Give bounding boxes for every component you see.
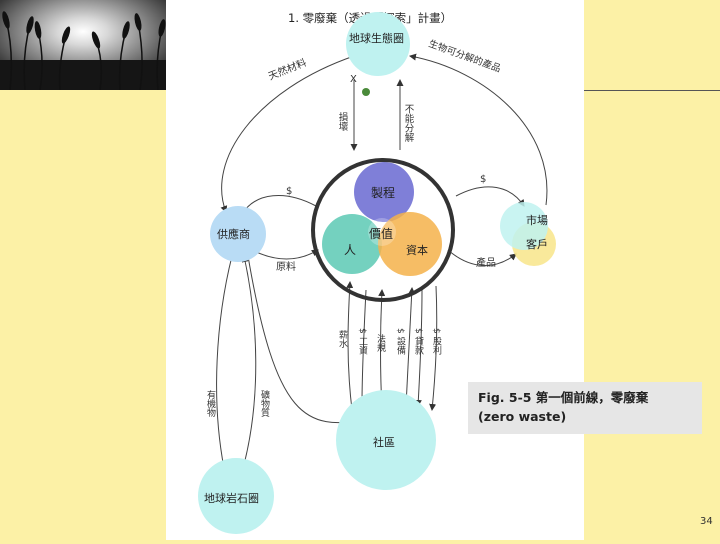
node-supplier — [210, 206, 266, 262]
header-rule — [584, 90, 720, 91]
edge-equipment — [405, 287, 416, 407]
node-process — [354, 162, 414, 222]
edge-raw-materials — [251, 249, 319, 260]
edge-natural-materials — [220, 55, 355, 213]
node-lithosphere-label: 地球岩石圈 — [204, 491, 259, 505]
label-organic: 有機物 — [205, 389, 216, 418]
edge-minerals — [241, 255, 257, 473]
label-raw-materials: 原料 — [276, 260, 296, 273]
node-society-label: 社區 — [373, 435, 395, 449]
node-values — [368, 218, 396, 246]
label-regulation: 法規 — [375, 333, 386, 353]
caption-line-2: (zero waste) — [478, 409, 567, 424]
label-money-right: $ — [480, 174, 486, 185]
label-equipment: $ 設備 — [395, 328, 406, 356]
edge-organic — [216, 255, 233, 469]
edge-wage — [358, 289, 367, 405]
wheat-field-photo — [0, 0, 166, 90]
label-cannot-break: 不能分解 — [403, 104, 415, 143]
node-market — [500, 202, 548, 250]
node-biosphere — [346, 12, 410, 76]
node-people — [322, 214, 382, 274]
label-damage: 損壞 — [337, 111, 349, 132]
label-minerals: 礦物質 — [259, 389, 270, 418]
figure-caption: Fig. 5-5 第一個前線，零廢棄 (zero waste) — [468, 382, 702, 434]
edge-degradable-products — [409, 53, 548, 206]
node-supplier-label: 供應商 — [217, 227, 250, 241]
node-process-label: 製程 — [371, 185, 395, 200]
label-salary: 薪水 — [337, 329, 348, 348]
label-x-mark: X — [350, 74, 357, 85]
edge-products — [447, 249, 517, 266]
node-capital — [378, 212, 442, 276]
node-lithosphere — [198, 458, 274, 534]
label-degradable-products: 生物可分解的產品 — [427, 38, 503, 75]
label-wage: $ 工資 — [357, 328, 368, 356]
label-money-left: $ — [286, 186, 292, 197]
edge-money-right — [455, 186, 525, 207]
caption-line-1: Fig. 5-5 第一個前線，零廢棄 — [478, 390, 649, 405]
node-customer-label: 客戶 — [526, 237, 548, 251]
info-icon — [362, 88, 370, 96]
edge-stock — [429, 285, 438, 411]
node-society — [336, 390, 436, 490]
node-values-label: 價值 — [369, 226, 393, 241]
node-market-label: 市場 — [526, 213, 548, 227]
label-loan: $ 貸款 — [413, 328, 424, 356]
label-products: 產品 — [476, 256, 496, 269]
label-stock: $ 股利 — [431, 328, 442, 355]
page-number: 34 — [700, 516, 713, 527]
zero-waste-diagram: 1. 零廢棄（透過「探索」計畫） 地球生態圈 供應商 — [198, 11, 556, 534]
edge-loan — [414, 289, 423, 407]
label-natural-materials: 天然材料 — [266, 56, 308, 83]
central-ring — [311, 158, 455, 302]
node-people-label: 人 — [344, 243, 356, 257]
edge-salary — [346, 281, 354, 411]
node-biosphere-label: 地球生態圈 — [349, 31, 404, 45]
diagram-page: 1. 零廢棄（透過「探索」計畫） 地球生態圈 供應商 — [166, 0, 584, 540]
node-capital-label: 資本 — [406, 243, 428, 257]
